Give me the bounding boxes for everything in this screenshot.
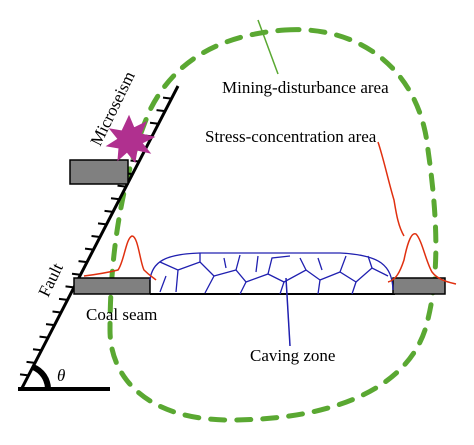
caving-zone-leader bbox=[285, 277, 291, 347]
angle-theta-label: θ bbox=[57, 366, 65, 385]
angle-arc bbox=[31, 364, 51, 390]
fault-tick bbox=[58, 297, 68, 301]
fault-tick bbox=[104, 209, 114, 213]
caving-zone-cells bbox=[149, 252, 394, 295]
fault-line bbox=[19, 85, 180, 389]
mining-disturbance-label: Mining-disturbance area bbox=[222, 78, 389, 97]
fault-tick bbox=[71, 272, 81, 276]
fault-tick bbox=[78, 260, 88, 264]
fault-label: Fault bbox=[35, 260, 68, 300]
right-coal-block bbox=[392, 277, 446, 295]
caving-zone-label: Caving zone bbox=[250, 346, 335, 365]
fault-tick bbox=[32, 348, 42, 352]
mining-disturbance-boundary bbox=[107, 27, 439, 423]
left-coal-block bbox=[73, 277, 151, 295]
fault-tick bbox=[97, 222, 107, 226]
fault-tick bbox=[45, 323, 55, 327]
fault-tick bbox=[91, 235, 101, 238]
stress-curve-right bbox=[387, 232, 457, 285]
fault-tick bbox=[110, 197, 120, 201]
fault-tick bbox=[26, 360, 36, 364]
fault-tick bbox=[84, 247, 94, 251]
stress-curve-left bbox=[83, 235, 157, 281]
coal-seam-label: Coal seam bbox=[86, 305, 157, 324]
fault-tick bbox=[149, 121, 159, 125]
fault-tick bbox=[162, 96, 172, 100]
fault-tick bbox=[52, 310, 62, 314]
fault-tick bbox=[117, 184, 127, 188]
fault-tick bbox=[19, 373, 29, 377]
upper-coal-block bbox=[69, 159, 129, 185]
microseism-burst bbox=[105, 114, 156, 164]
fault-ticks bbox=[19, 96, 172, 377]
fault-tick bbox=[156, 109, 166, 113]
stress-concentration-label: Stress-concentration area bbox=[205, 127, 377, 146]
stress-concentration-leader bbox=[377, 141, 405, 237]
fault-tick bbox=[39, 335, 49, 339]
fault-tick bbox=[65, 285, 75, 289]
mining-disturbance-leader bbox=[257, 19, 279, 75]
